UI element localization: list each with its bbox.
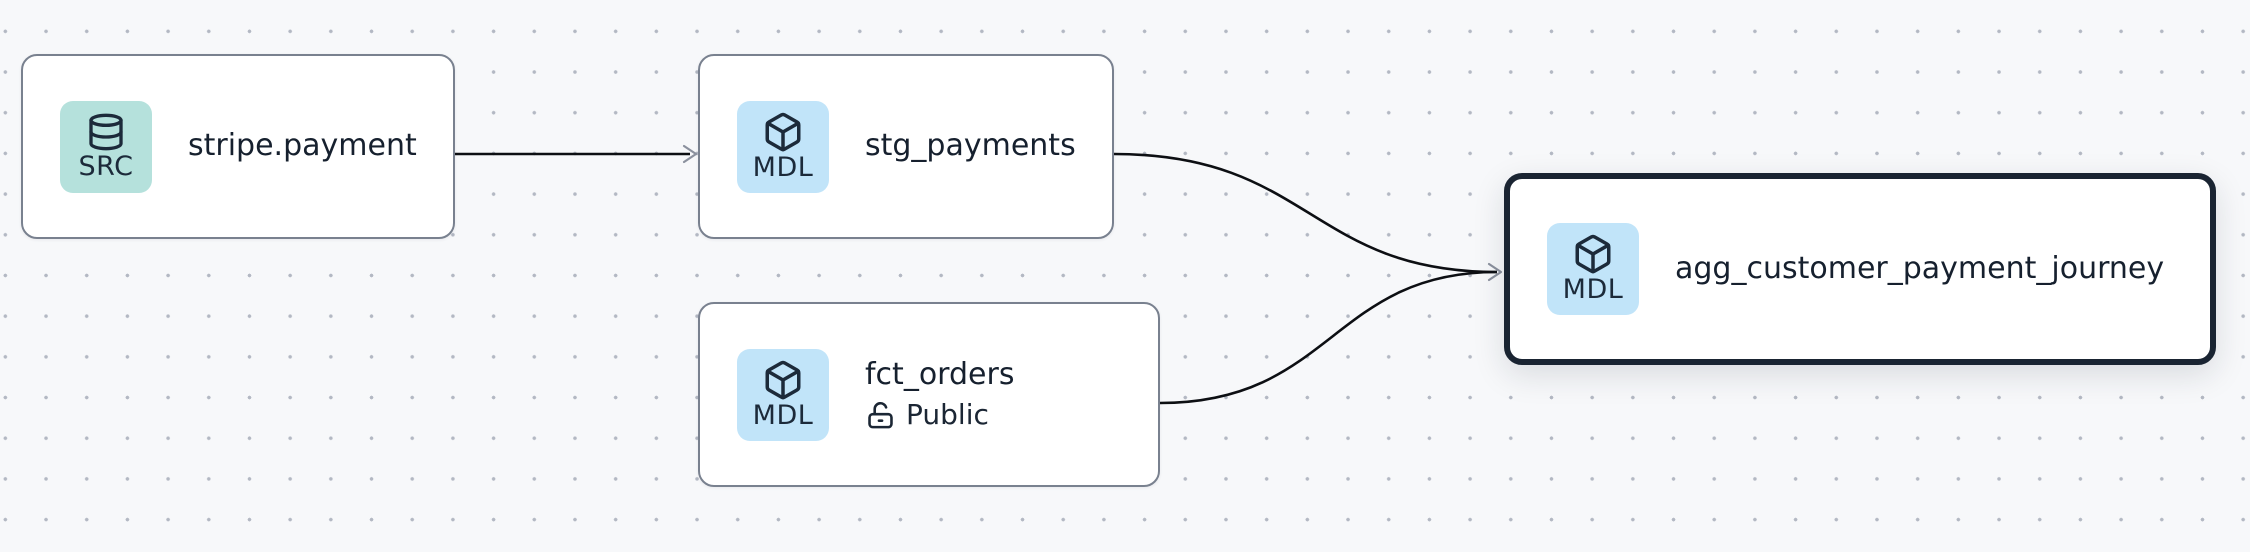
badge-label: MDL xyxy=(1562,274,1624,306)
node-text-column: fct_orders Public xyxy=(865,358,1014,431)
cube-icon xyxy=(1575,235,1611,274)
node-stg-payments[interactable]: MDL stg_payments xyxy=(698,54,1114,239)
model-badge: MDL xyxy=(737,348,829,441)
unlock-icon xyxy=(868,401,893,429)
badge-label: SRC xyxy=(78,150,134,182)
database-icon xyxy=(89,113,123,151)
node-title: agg_customer_payment_journey xyxy=(1675,250,2165,286)
node-agg-customer-payment-journey[interactable]: MDL agg_customer_payment_journey xyxy=(1504,173,2216,365)
arrowhead-icon xyxy=(1487,262,1503,282)
model-badge: MDL xyxy=(737,100,829,193)
node-fct-orders[interactable]: MDL fct_orders Public xyxy=(698,302,1160,487)
visibility-row: Public xyxy=(865,397,1014,431)
cube-icon xyxy=(765,360,801,400)
node-stripe-payment[interactable]: SRC stripe.payment xyxy=(21,54,455,239)
visibility-label: Public xyxy=(906,397,989,431)
node-title: stripe.payment xyxy=(188,128,417,164)
cube-icon xyxy=(765,112,801,152)
model-badge: MDL xyxy=(1547,223,1639,315)
arrowhead-icon xyxy=(682,144,698,164)
edge-stg-payments-to-agg[interactable] xyxy=(1113,152,1498,274)
source-badge: SRC xyxy=(60,100,152,193)
badge-label: MDL xyxy=(752,399,814,431)
node-title: fct_orders xyxy=(865,357,1015,393)
badge-label: MDL xyxy=(752,151,814,183)
node-title: stg_payments xyxy=(865,128,1076,164)
edge-fct-orders-to-agg[interactable] xyxy=(1159,270,1498,405)
